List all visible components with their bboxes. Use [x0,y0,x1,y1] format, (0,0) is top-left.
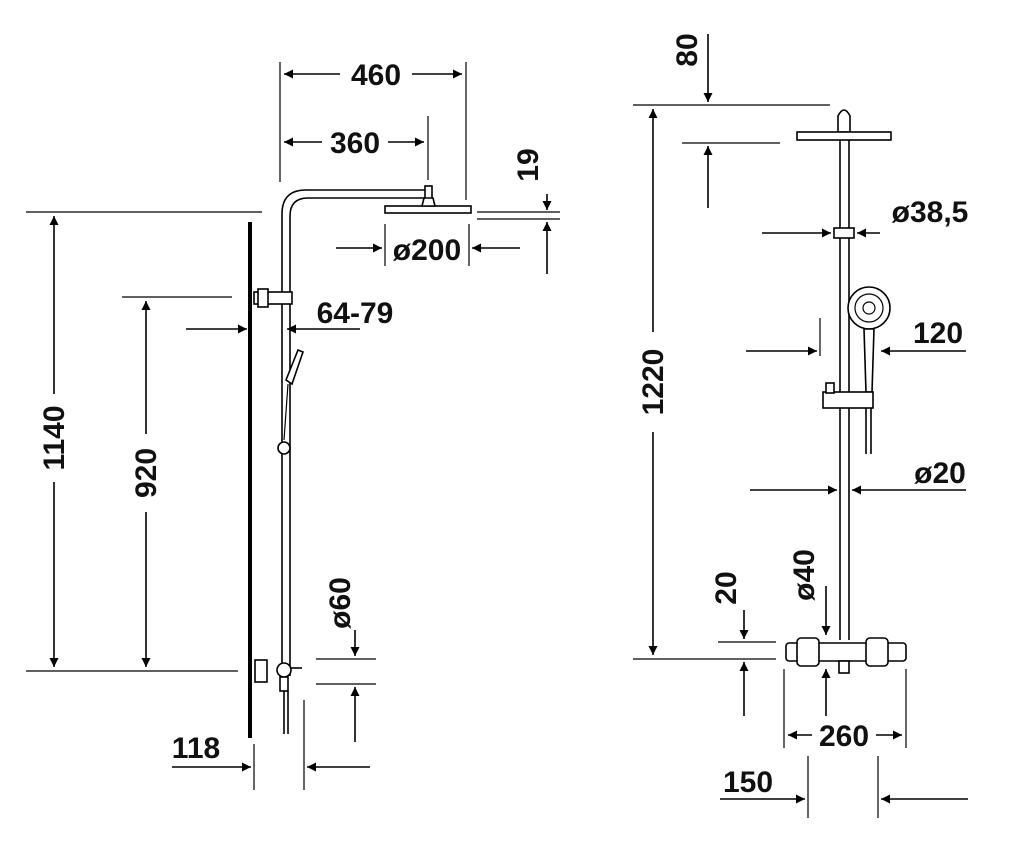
dim-38-5: ø38,5 [892,196,969,229]
shower-column-side [253,185,472,734]
dim-200: ø200 [393,234,461,267]
dim-20: ø20 [914,457,966,490]
dim-19: 19 [512,148,545,181]
hand-shower-front [847,286,891,330]
dim-920: 920 [130,448,163,498]
shower-column-front [785,109,907,674]
dim-118: 118 [172,732,220,765]
dim-64-79: 64-79 [317,297,394,330]
ceiling-bracket [833,227,855,239]
slider [822,391,874,409]
dim-360: 360 [330,127,380,160]
dim-60: ø60 [324,577,357,629]
dim-40: ø40 [788,549,821,601]
rain-head-front [796,131,892,141]
dim-120: 120 [913,317,963,350]
rain-head-side [384,205,472,214]
dim-260: 260 [819,720,869,753]
dim-1140: 1140 [38,405,71,470]
dim-mixer-20: 20 [710,571,743,604]
hand-shower-side [285,348,305,386]
dim-460: 460 [351,59,401,92]
dim-1220: 1220 [637,349,670,416]
dim-80: 80 [671,33,704,66]
valve-side [254,659,268,683]
front-view: 80 1220 ø38,5 120 ø20 20 ø40 260 150 [633,33,968,818]
side-view: 460 360 19 ø200 64-79 1140 920 ø60 118 [26,59,560,790]
dim-150: 150 [723,766,773,799]
